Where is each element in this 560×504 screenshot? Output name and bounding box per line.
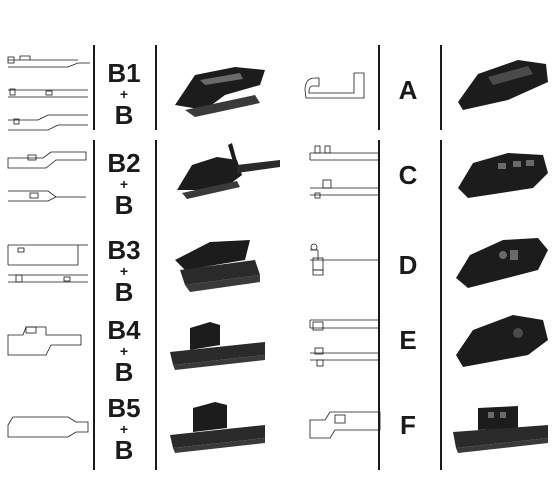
adapter-code-e: E <box>399 325 417 355</box>
d-adapter-photo <box>456 238 548 288</box>
a-adapter-photo <box>458 60 548 110</box>
a-hook-drawing <box>304 72 365 99</box>
adapter-row-d: D <box>290 225 560 310</box>
divider-c-right <box>440 140 442 225</box>
b2-hook-drawing <box>7 151 87 202</box>
c-hook-drawing <box>309 145 380 199</box>
adapter-code-c: C <box>398 160 418 190</box>
b1-hook-drawing <box>7 55 90 131</box>
divider-f-left <box>378 385 380 470</box>
divider-a-left <box>378 45 380 130</box>
divider-f-right <box>440 385 442 470</box>
divider-b4-right <box>155 305 157 390</box>
adapter-row-b4: B4 + B <box>0 305 280 390</box>
b1-adapter-photo <box>175 67 265 117</box>
divider-c-left <box>378 140 380 225</box>
divider-b5-left <box>93 385 95 470</box>
adapter-row-b1: B1 + B <box>0 40 280 131</box>
adapter-row-b2: B2 + B <box>0 135 285 225</box>
adapter-code-b1: B1 + B <box>107 58 141 130</box>
e-hook-drawing <box>309 319 380 367</box>
divider-a-right <box>440 45 442 130</box>
adapter-code-b2: B2 + B <box>107 148 141 220</box>
d-hook-drawing <box>310 243 378 276</box>
adapter-row-a: A <box>290 40 560 130</box>
divider-b5-right <box>155 385 157 470</box>
c-adapter-photo <box>458 153 548 198</box>
divider-b2-right <box>155 140 157 225</box>
adapter-row-f: F <box>290 385 560 470</box>
b4-hook-drawing <box>7 326 82 356</box>
adapter-code-b4: B4 + B <box>107 315 141 387</box>
divider-d-right <box>440 225 442 310</box>
f-adapter-photo <box>453 406 548 453</box>
divider-e-right <box>440 305 442 390</box>
adapter-row-b3: B3 + B <box>0 225 280 310</box>
divider-b3-left <box>93 225 95 310</box>
b5-hook-drawing <box>7 416 89 438</box>
b2-adapter-photo <box>177 143 280 199</box>
divider-e-left <box>378 305 380 390</box>
adapter-row-c: C <box>290 135 560 225</box>
adapter-code-d: D <box>398 250 418 280</box>
b3-adapter-photo <box>175 240 260 292</box>
f-hook-drawing <box>309 411 381 439</box>
divider-b3-right <box>155 225 157 310</box>
adapter-code-b3: B3 + B <box>107 235 141 307</box>
b3-hook-drawing <box>7 244 88 283</box>
e-adapter-photo <box>456 315 548 367</box>
adapter-code-b5: B5 + B <box>107 393 141 465</box>
adapter-code-a: A <box>398 75 418 105</box>
divider-b2-left <box>93 140 95 225</box>
b5-adapter-photo <box>170 402 265 453</box>
b4-adapter-photo <box>170 322 265 370</box>
divider-b1-right <box>155 45 157 130</box>
adapter-row-b5: B5 + B <box>0 385 280 470</box>
adapter-row-e: E <box>290 305 560 390</box>
divider-b1-left <box>93 45 95 130</box>
divider-b4-left <box>93 305 95 390</box>
divider-d-left <box>378 225 380 310</box>
adapter-code-f: F <box>400 410 416 440</box>
